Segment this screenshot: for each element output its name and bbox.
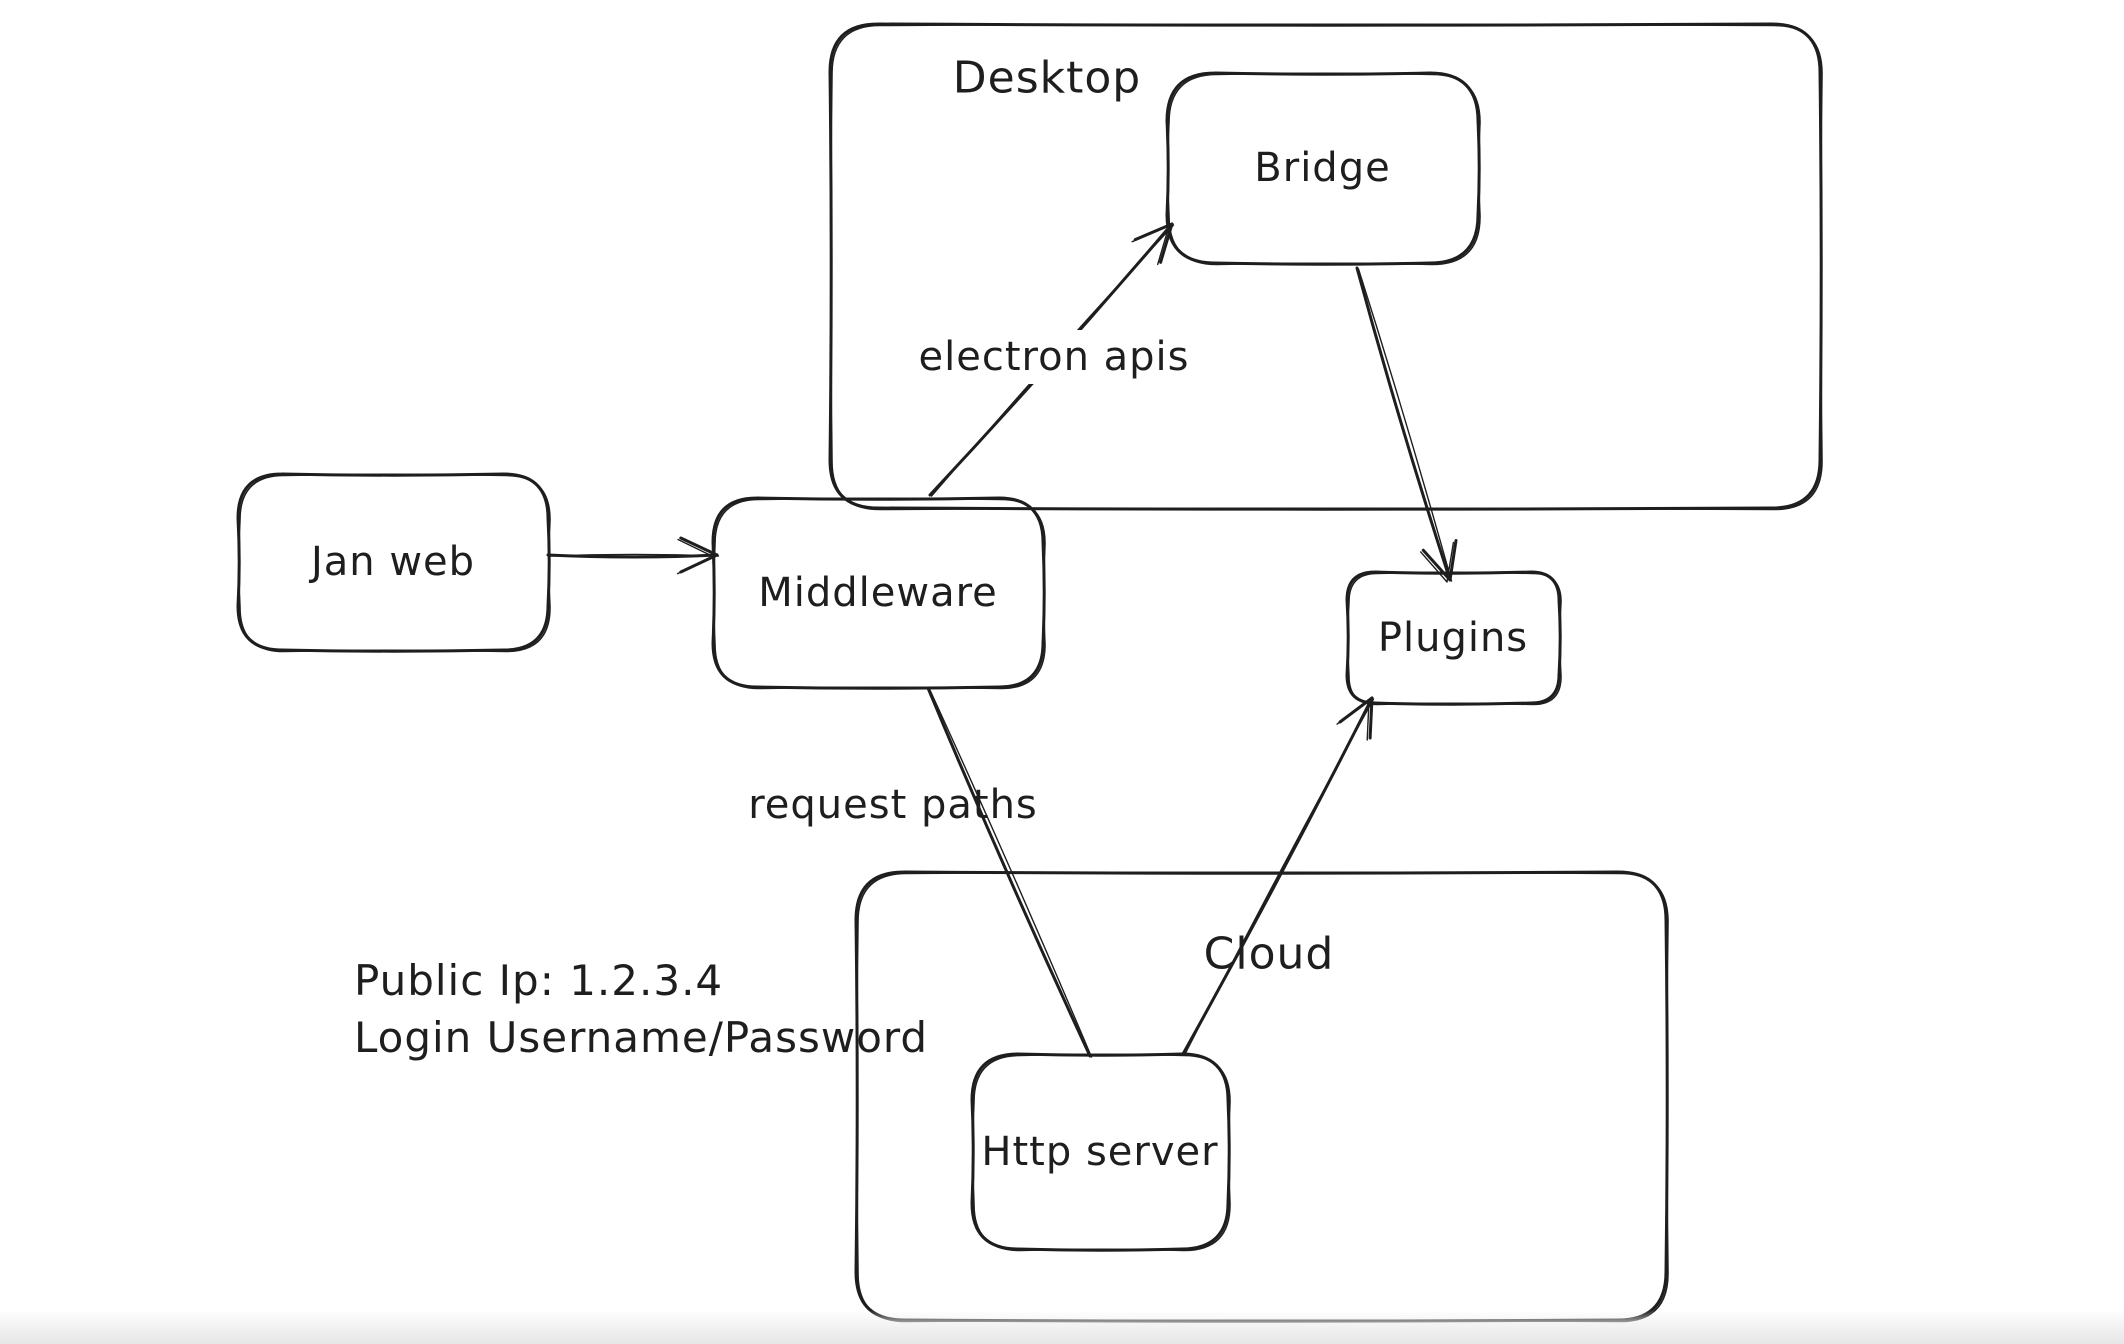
canvas-bottom-edge <box>0 1310 2124 1344</box>
edge-bridge-to-plugins-overstroke <box>1357 268 1453 582</box>
arrowhead-http-server-to-plugins-overstroke <box>1336 699 1370 741</box>
node-label-jan-web[interactable]: Jan web <box>310 539 476 585</box>
node-label-middleware[interactable]: Middleware <box>758 569 998 616</box>
edge-middleware-to-http-server[interactable] <box>926 686 1092 1058</box>
container-shape-desktop-overstroke <box>830 23 1823 511</box>
node-label-bridge[interactable]: Bridge <box>1254 145 1391 191</box>
edge-label-request-paths[interactable]: request paths <box>748 782 1038 828</box>
note-cloud-credentials-line-2: Login Username/Password <box>354 1013 929 1062</box>
note-cloud-credentials-line-1: Public Ip: 1.2.3.4 <box>354 956 724 1005</box>
edge-jan-web-to-middleware-overstroke <box>548 553 720 557</box>
arrowhead-middleware-to-bridge-overstroke <box>1131 225 1170 266</box>
node-shape-bridge-overstroke <box>1167 72 1481 266</box>
node-label-http-server[interactable]: Http server <box>981 1128 1219 1175</box>
edge-label-electron-apis[interactable]: electron apis <box>904 330 1204 384</box>
edge-http-server-to-plugins-overstroke <box>1183 698 1375 1056</box>
container-label-desktop[interactable]: Desktop <box>952 52 1142 104</box>
node-shape-middleware-overstroke <box>713 497 1046 690</box>
arrowhead-middleware-to-bridge[interactable] <box>1133 222 1174 264</box>
edge-bridge-to-plugins[interactable] <box>1355 266 1452 582</box>
node-label-plugins[interactable]: Plugins <box>1377 614 1529 661</box>
node-shape-jan-web-overstroke <box>238 473 551 653</box>
edge-middleware-to-http-server-overstroke <box>928 688 1093 1058</box>
arrowhead-bridge-to-plugins[interactable] <box>1421 539 1458 582</box>
node-shape-plugins-overstroke <box>1347 571 1562 706</box>
node-shape-http-server-overstroke <box>972 1053 1231 1252</box>
arrowhead-bridge-to-plugins-overstroke <box>1420 541 1455 583</box>
container-label-cloud[interactable]: Cloud <box>1203 928 1335 980</box>
arrowhead-jan-web-to-middleware-overstroke <box>676 538 715 575</box>
